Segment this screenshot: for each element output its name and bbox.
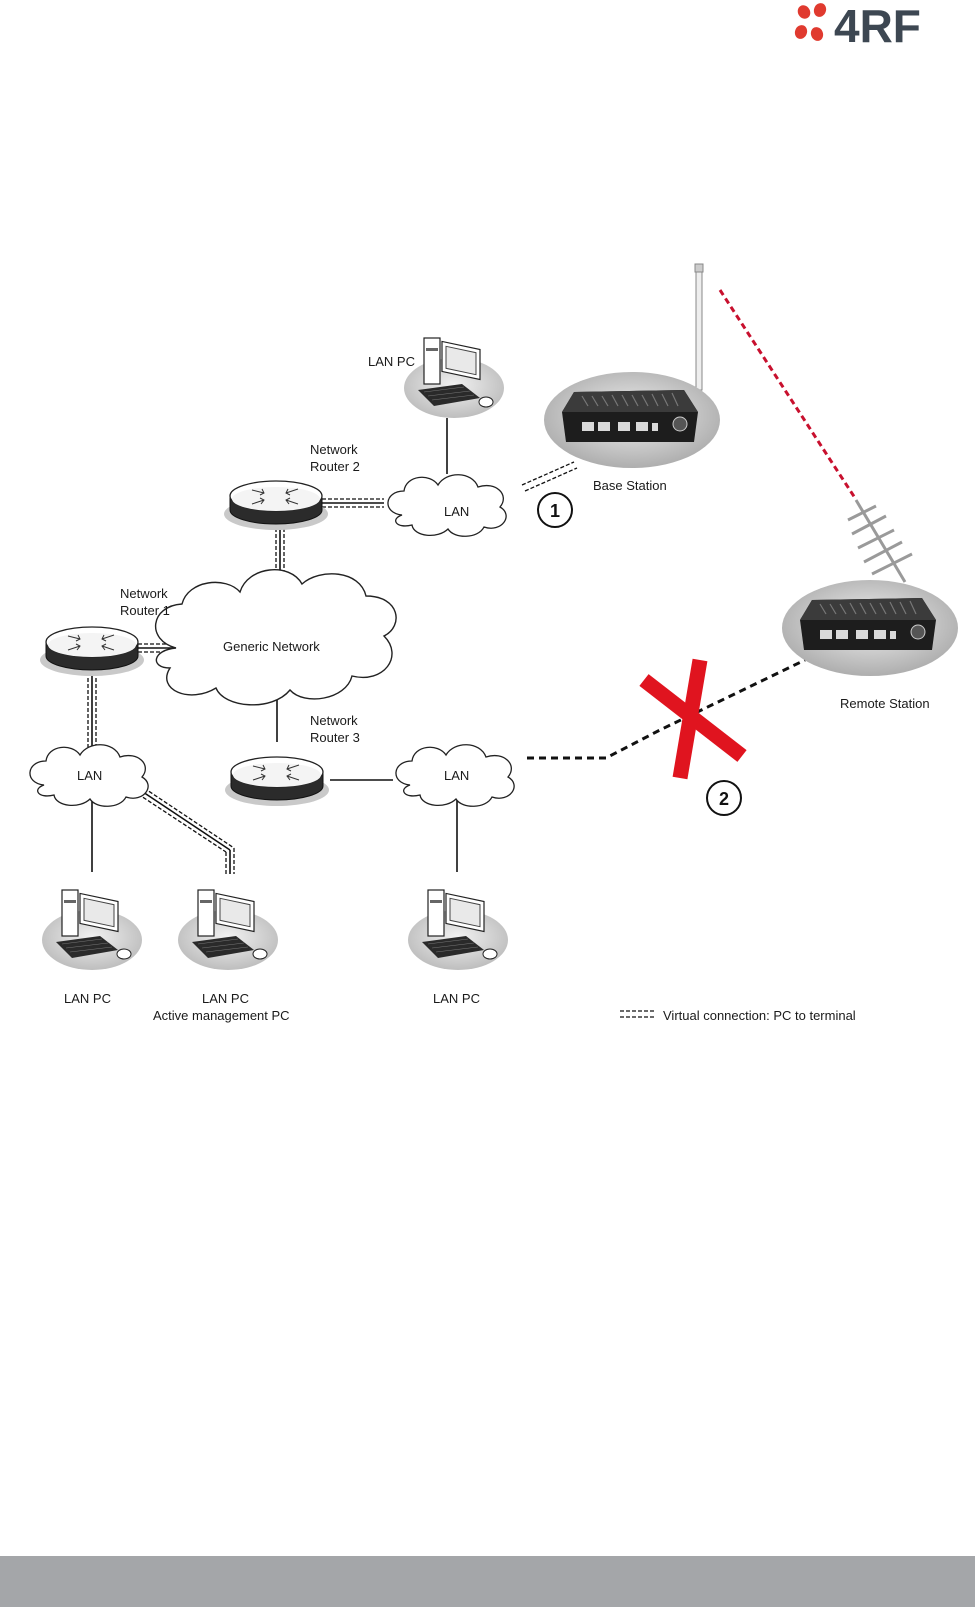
lan-pc-3-label: LAN PC: [433, 991, 480, 1006]
marker-1: 1: [538, 493, 572, 527]
network-router-1-icon: [40, 627, 144, 676]
base-station-terminal-icon: [544, 372, 720, 468]
yagi-antenna-icon: [848, 500, 912, 582]
lan-left-label: LAN: [77, 768, 102, 783]
lan-mid-label: LAN: [444, 768, 469, 783]
lan-top-label: LAN: [444, 504, 469, 519]
active-management-pc-icon: [178, 890, 278, 970]
lan-pc-3-icon: [408, 890, 508, 970]
router-3-label-line2: Router 3: [310, 730, 360, 745]
remote-station-terminal-icon: [782, 580, 958, 676]
network-router-3-icon: [225, 757, 329, 806]
failed-link-path: [527, 660, 805, 758]
legend-text: Virtual connection: PC to terminal: [663, 1008, 856, 1023]
legend: Virtual connection: PC to terminal: [620, 1008, 856, 1023]
network-router-2-icon: [224, 481, 328, 530]
router-2-label-line2: Router 2: [310, 459, 360, 474]
lan-pc-1-icon: [42, 890, 142, 970]
router-1-label-line2: Router 1: [120, 603, 170, 618]
remote-station-label: Remote Station: [840, 696, 930, 711]
active-management-pc-label: Active management PC: [153, 1008, 290, 1023]
lan-pc-1-label: LAN PC: [64, 991, 111, 1006]
lan-pc-2-label: LAN PC: [202, 991, 249, 1006]
router-1-label-line1: Network: [120, 586, 168, 601]
generic-network-label: Generic Network: [223, 639, 320, 654]
base-antenna-icon: [695, 264, 703, 390]
legend-dashed-line-icon: [620, 1011, 654, 1017]
footer-bar: [0, 1556, 975, 1607]
marker-2: 2: [707, 781, 741, 815]
generic-network-cloud: [156, 570, 396, 705]
svg-text:2: 2: [719, 789, 729, 809]
link-failure-icon: [644, 660, 742, 778]
svg-text:1: 1: [550, 501, 560, 521]
lan-pc-top-label: LAN PC: [368, 354, 415, 369]
network-diagram: 1 2 LAN PC Network Router 2 Network Rout…: [0, 0, 975, 1100]
base-station-label: Base Station: [593, 478, 667, 493]
radio-link-path: [720, 290, 855, 498]
lan-pc-top-icon: [404, 338, 504, 418]
router-2-label-line1: Network: [310, 442, 358, 457]
router-3-label-line1: Network: [310, 713, 358, 728]
